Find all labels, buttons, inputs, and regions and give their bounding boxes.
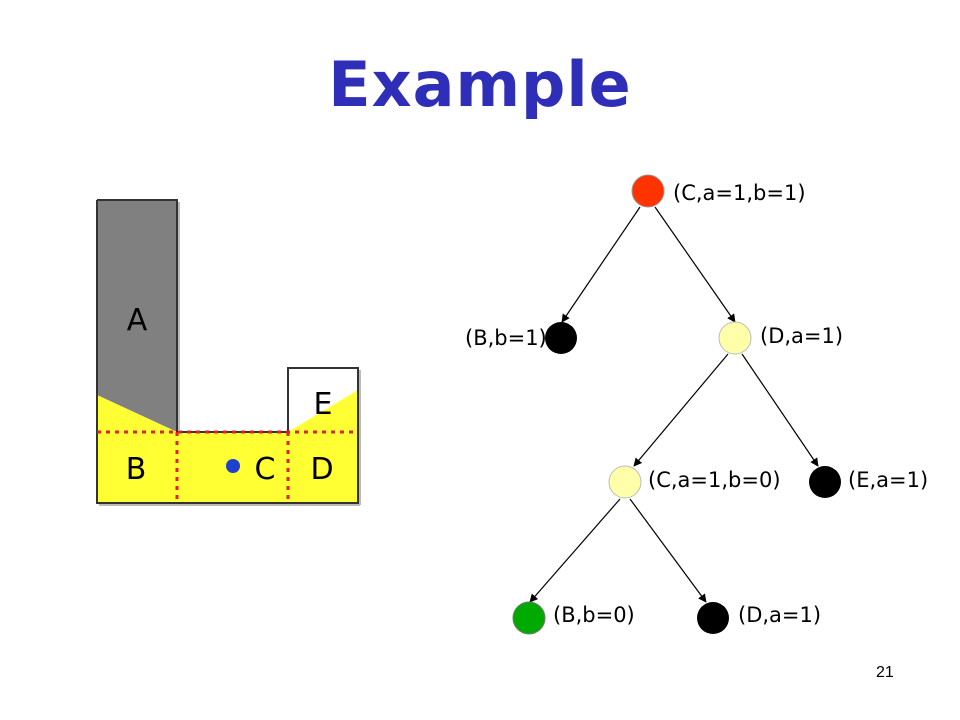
edge-d1-c2 xyxy=(633,353,729,467)
region-label-e: E xyxy=(314,387,333,422)
agent-dot xyxy=(226,459,240,473)
node-root xyxy=(631,174,665,208)
edge-root-b1 xyxy=(561,206,641,323)
node-b1 xyxy=(545,322,577,354)
node-b0 xyxy=(512,601,546,635)
region-label-a: A xyxy=(127,303,148,338)
region-a-gray xyxy=(97,200,177,432)
slide-title: Example xyxy=(328,48,632,121)
node-c2 xyxy=(608,465,642,499)
map-outline xyxy=(96,199,359,504)
page-number: 21 xyxy=(876,664,894,681)
label-d2: (D,a=1) xyxy=(738,603,821,627)
label-d1: (D,a=1) xyxy=(760,324,843,348)
label-b1: (B,b=1) xyxy=(465,326,547,350)
region-map: A E B C D xyxy=(96,199,361,506)
region-label-c: C xyxy=(255,452,276,487)
node-e1 xyxy=(809,466,841,498)
label-e1: (E,a=1) xyxy=(848,468,928,492)
region-label-b: B xyxy=(126,452,147,487)
node-d2 xyxy=(697,602,729,634)
region-label-d: D xyxy=(310,452,333,487)
node-d1 xyxy=(718,321,752,355)
region-b-yellow-top xyxy=(97,395,177,432)
edge-d1-e1 xyxy=(741,353,819,467)
label-c2: (C,a=1,b=0) xyxy=(648,468,781,492)
edge-c2-b0 xyxy=(529,498,621,603)
edge-c2-d2 xyxy=(629,498,707,603)
label-b0: (B,b=0) xyxy=(553,603,635,627)
region-d-yellow-top xyxy=(288,390,358,432)
label-root: (C,a=1,b=1) xyxy=(673,181,806,205)
edge-root-d1 xyxy=(654,206,736,323)
search-tree: (C,a=1,b=1) (B,b=1) (D,a=1) (C,a=1,b=0) … xyxy=(465,174,928,635)
